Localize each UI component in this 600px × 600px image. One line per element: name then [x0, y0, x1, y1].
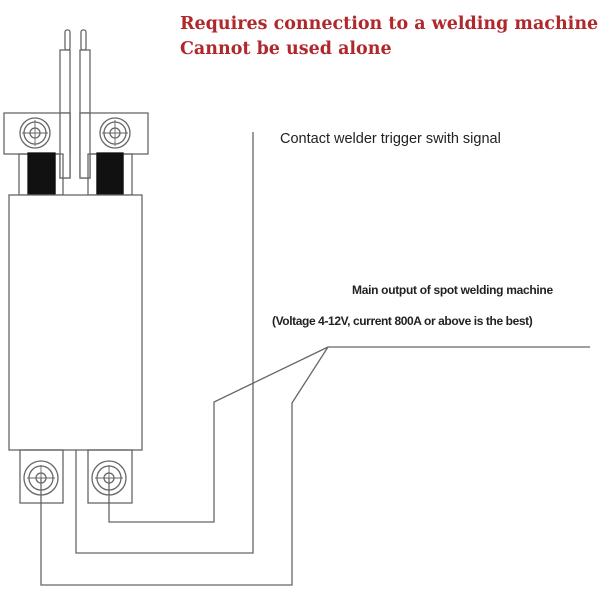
main-output-spec-label: (Voltage 4-12V, current 800A or above is…: [272, 314, 533, 328]
main-output-wire-1: [108, 346, 329, 523]
notice-line-2: Cannot be used alone: [180, 39, 392, 59]
top-right-screw-icon: [99, 117, 131, 149]
welder-body: [8, 194, 143, 451]
bottom-right-terminal: [87, 449, 133, 504]
right-coil: [96, 152, 124, 196]
top-left-screw-icon: [19, 117, 51, 149]
notice-line-1: Requires connection to a welding machine: [180, 14, 599, 34]
main-output-label: Main output of spot welding machine: [352, 283, 553, 297]
main-output-wire-2: [40, 346, 329, 586]
trigger-signal-wire: [75, 132, 254, 554]
top-terminal-bracket: [3, 112, 149, 196]
trigger-signal-label: Contact welder trigger swith signal: [280, 131, 501, 147]
left-coil: [27, 152, 56, 196]
